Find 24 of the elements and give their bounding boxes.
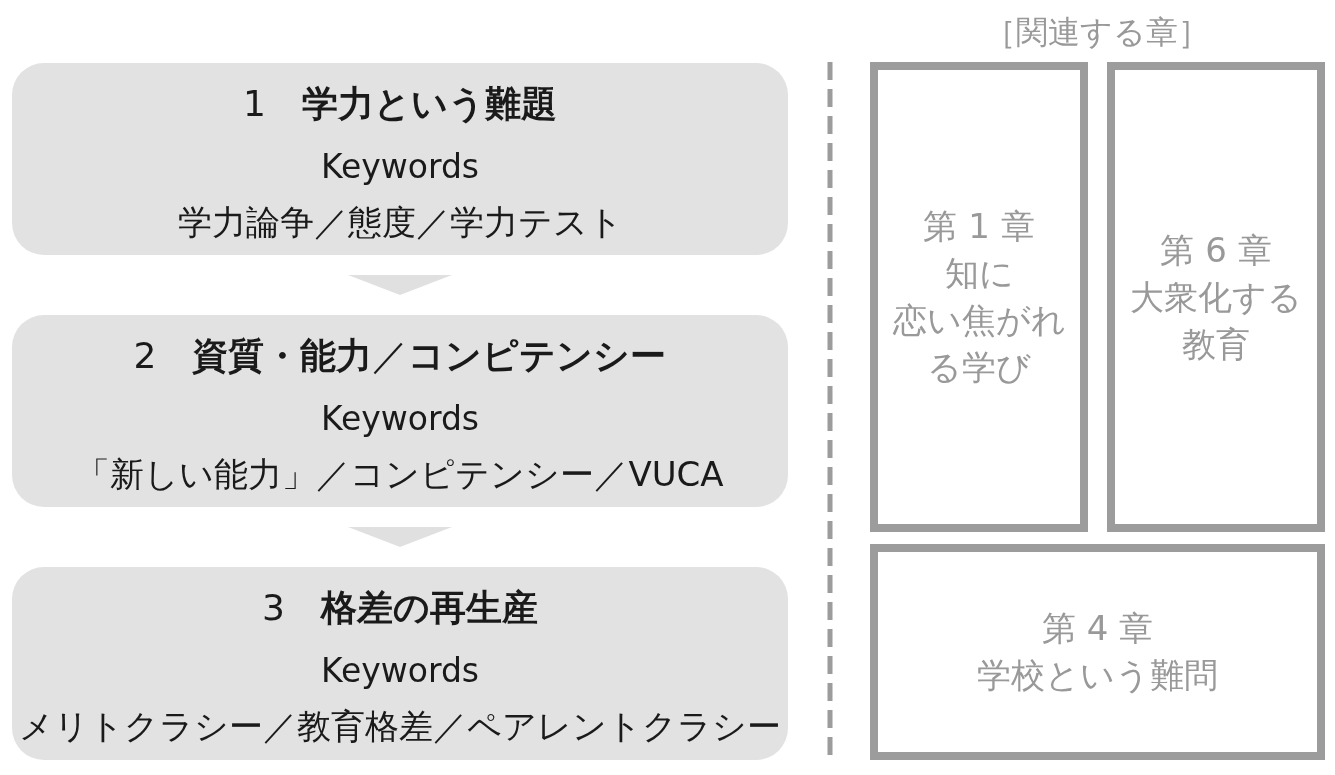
chevron-arrow <box>348 275 452 295</box>
keywords-label: Keywords <box>320 650 480 692</box>
chapter-number: 第 4 章 <box>1041 607 1154 650</box>
chapter-box <box>870 62 1088 532</box>
keywords-list: メリトクラシー／教育格差／ペアレントクラシー <box>19 704 781 748</box>
topic-box <box>12 63 788 255</box>
keywords-list: 「新しい能力」／コンピテンシー／VUCA <box>76 452 724 496</box>
chapter-box <box>1107 62 1325 532</box>
topic-heading: 3 格差の再生産 <box>262 586 538 630</box>
chapter-title: 学校という難問 <box>977 654 1218 697</box>
chevron-arrow <box>348 527 452 547</box>
topic-box <box>12 315 788 507</box>
keywords-label: Keywords <box>320 398 480 440</box>
section-heading: ［関連する章］ <box>984 12 1210 52</box>
topic-heading: 1 学力という難題 <box>243 82 557 126</box>
keywords-list: 学力論争／態度／学力テスト <box>177 200 623 244</box>
chapter-number: 第 1 章 <box>923 205 1035 248</box>
chapter-number: 第 6 章 <box>1160 228 1272 272</box>
chapter-title: 大衆化する教育 <box>1130 275 1302 366</box>
keywords-label: Keywords <box>320 146 480 188</box>
topic-heading: 2 資質・能力／コンピテンシー <box>133 334 667 378</box>
chapter-title: 知に恋い焦がれる学び <box>892 252 1066 389</box>
chapter-box <box>870 544 1325 760</box>
topic-box <box>12 567 788 760</box>
